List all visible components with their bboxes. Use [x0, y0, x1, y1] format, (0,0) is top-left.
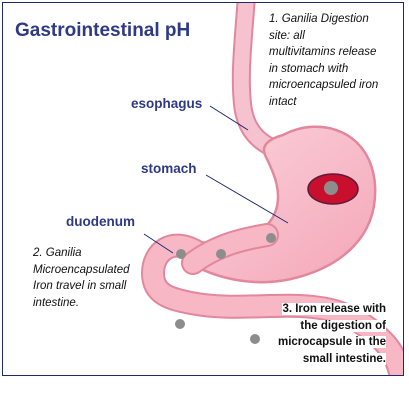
capsule-dot [176, 249, 186, 259]
stomach-label: stomach [141, 161, 197, 176]
duodenum-pointer [143, 233, 174, 254]
capsule-dot [266, 233, 276, 243]
duodenum-label: duodenum [66, 214, 135, 229]
capsule-dot [250, 334, 260, 344]
capsule-dot [216, 249, 226, 259]
page-title: Gastrointestinal pH [15, 20, 191, 41]
intact-capsule-core [324, 181, 338, 195]
note-iron-release: 3. Iron release with the digestion of mi… [277, 303, 386, 365]
esophagus-pointer [209, 105, 249, 131]
diagram-frame: Gastrointestinal pH esophagus stomach du… [2, 2, 404, 376]
esophagus-label: esophagus [131, 96, 203, 111]
note-travel: 2. Ganilia Microencapsulated Iron travel… [33, 247, 130, 309]
note-digestion-site: 1. Ganilia Digestion site: all multivita… [269, 13, 379, 108]
capsule-dot [175, 319, 185, 329]
stomach-pointer [205, 174, 289, 224]
